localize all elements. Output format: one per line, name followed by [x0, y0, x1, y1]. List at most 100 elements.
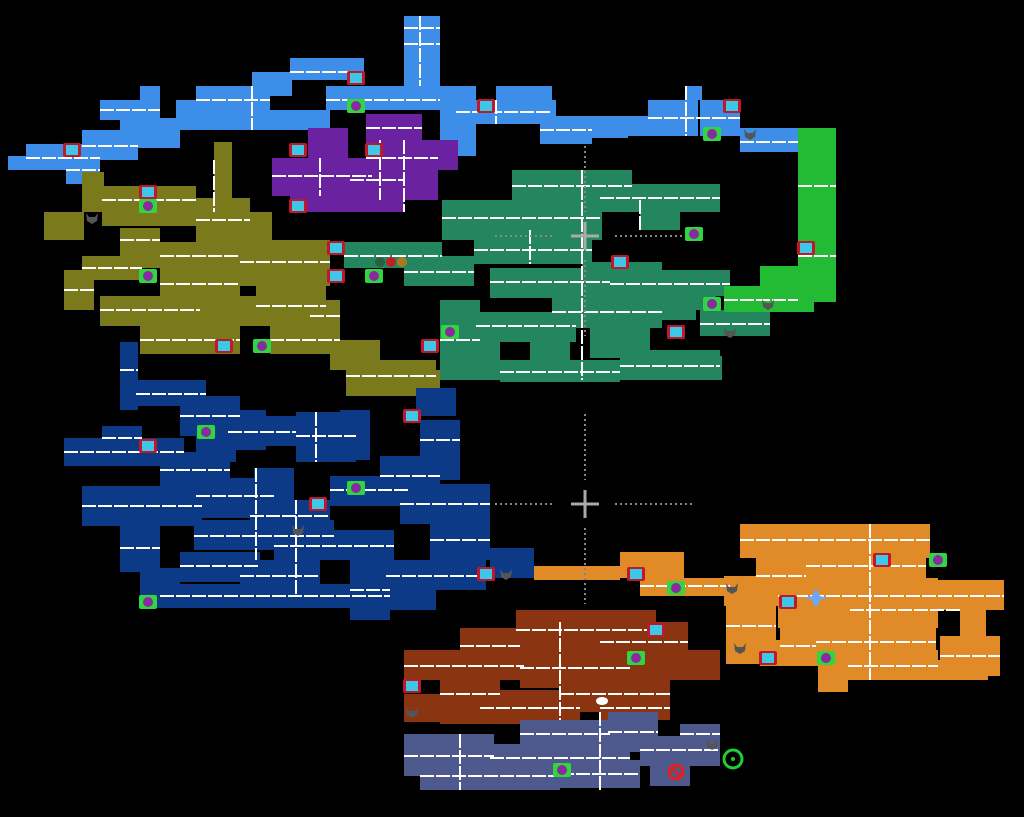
region-teal	[344, 170, 770, 382]
room-rust	[404, 694, 444, 722]
map-icons[interactable]	[63, 71, 947, 781]
save-point-icon[interactable]	[365, 143, 383, 157]
region-navy	[64, 342, 534, 620]
teleport-orb-icon[interactable]	[553, 763, 571, 777]
save-point-icon[interactable]	[667, 325, 685, 339]
room-teal	[640, 200, 680, 230]
teleport-orb-icon[interactable]	[685, 227, 703, 241]
room-navy	[120, 342, 138, 410]
map-crosshairs	[495, 146, 695, 604]
room-orange	[534, 566, 620, 580]
demon-skull-icon[interactable]	[500, 569, 512, 580]
teleport-orb-icon[interactable]	[703, 297, 721, 311]
teleport-orb-icon[interactable]	[139, 595, 157, 609]
map-crosshair	[495, 146, 695, 336]
save-point-icon[interactable]	[477, 567, 495, 581]
demon-skull-icon[interactable]	[734, 643, 746, 654]
save-point-icon[interactable]	[779, 595, 797, 609]
save-point-icon[interactable]	[215, 339, 233, 353]
demon-skull-icon[interactable]	[762, 299, 774, 310]
room-light-blue	[686, 86, 702, 100]
warp-ring-icon[interactable]	[722, 748, 744, 770]
save-point-icon[interactable]	[289, 199, 307, 213]
save-point-icon[interactable]	[723, 99, 741, 113]
save-point-icon[interactable]	[873, 553, 891, 567]
room-teal	[656, 286, 696, 320]
map-rooms	[8, 16, 1004, 790]
demon-skull-icon[interactable]	[706, 739, 718, 750]
room-light-blue	[8, 156, 28, 170]
room-olive	[44, 212, 84, 240]
demon-skull-icon[interactable]	[86, 213, 98, 224]
player-marker-icon[interactable]	[804, 588, 828, 608]
map-crosshair	[495, 414, 695, 604]
teleport-orb-icon[interactable]	[929, 553, 947, 567]
teleport-orb-icon[interactable]	[365, 269, 383, 283]
demon-skull-icon[interactable]	[292, 525, 304, 536]
room-purple	[430, 140, 458, 170]
room-lime	[760, 266, 798, 290]
save-point-icon[interactable]	[797, 241, 815, 255]
room-teal	[460, 340, 500, 380]
teleport-orb-icon[interactable]	[197, 425, 215, 439]
save-point-icon[interactable]	[139, 185, 157, 199]
demon-skull-icon[interactable]	[744, 129, 756, 140]
save-point-icon[interactable]	[327, 241, 345, 255]
room-orange	[938, 660, 988, 680]
teleport-orb-icon[interactable]	[703, 127, 721, 141]
teleport-orb-icon[interactable]	[347, 99, 365, 113]
room-light-blue	[290, 58, 364, 80]
save-point-icon[interactable]	[403, 679, 421, 693]
room-teal	[442, 200, 602, 240]
room-olive	[82, 172, 104, 212]
save-point-icon[interactable]	[403, 409, 421, 423]
map-walls	[26, 16, 1004, 790]
room-light-blue	[176, 100, 256, 130]
exit-sign-icon[interactable]	[667, 763, 685, 781]
room-navy	[416, 388, 456, 416]
demon-skull-icon[interactable]	[726, 583, 738, 594]
teleport-orb-icon[interactable]	[441, 325, 459, 339]
room-navy	[490, 548, 534, 578]
save-point-icon[interactable]	[627, 567, 645, 581]
room-olive	[196, 296, 256, 326]
teleport-orb-icon[interactable]	[817, 651, 835, 665]
save-point-icon[interactable]	[477, 99, 495, 113]
room-light-blue	[628, 116, 648, 136]
room-light-blue	[592, 116, 628, 138]
save-point-icon[interactable]	[611, 255, 629, 269]
save-point-icon[interactable]	[139, 439, 157, 453]
room-teal	[686, 356, 722, 380]
room-olive	[214, 142, 232, 212]
room-navy	[254, 468, 294, 500]
teleport-orb-icon[interactable]	[667, 581, 685, 595]
save-point-icon[interactable]	[327, 269, 345, 283]
room-orange	[960, 606, 986, 636]
teleport-orb-icon[interactable]	[627, 651, 645, 665]
room-light-blue	[326, 86, 456, 110]
region-lime	[724, 128, 836, 312]
teleport-orb-icon[interactable]	[347, 481, 365, 495]
teleport-orb-icon[interactable]	[253, 339, 271, 353]
speech-bubble-icon[interactable]	[596, 697, 608, 705]
room-lime	[798, 128, 836, 302]
demon-skull-icon[interactable]	[406, 707, 418, 718]
room-light-blue	[740, 128, 798, 152]
save-point-icon[interactable]	[421, 339, 439, 353]
save-point-icon[interactable]	[759, 651, 777, 665]
save-point-icon[interactable]	[309, 497, 327, 511]
teleport-orb-icon[interactable]	[139, 269, 157, 283]
room-purple	[308, 128, 348, 158]
key-items-cluster-icon[interactable]	[375, 257, 407, 267]
room-teal	[530, 330, 570, 360]
save-point-icon[interactable]	[63, 143, 81, 157]
demon-skull-icon[interactable]	[724, 327, 736, 338]
room-purple	[350, 196, 404, 212]
save-point-icon[interactable]	[347, 71, 365, 85]
save-point-icon[interactable]	[289, 143, 307, 157]
room-light-blue	[270, 110, 330, 130]
teleport-orb-icon[interactable]	[139, 199, 157, 213]
room-light-blue	[140, 86, 160, 102]
save-point-icon[interactable]	[647, 623, 665, 637]
